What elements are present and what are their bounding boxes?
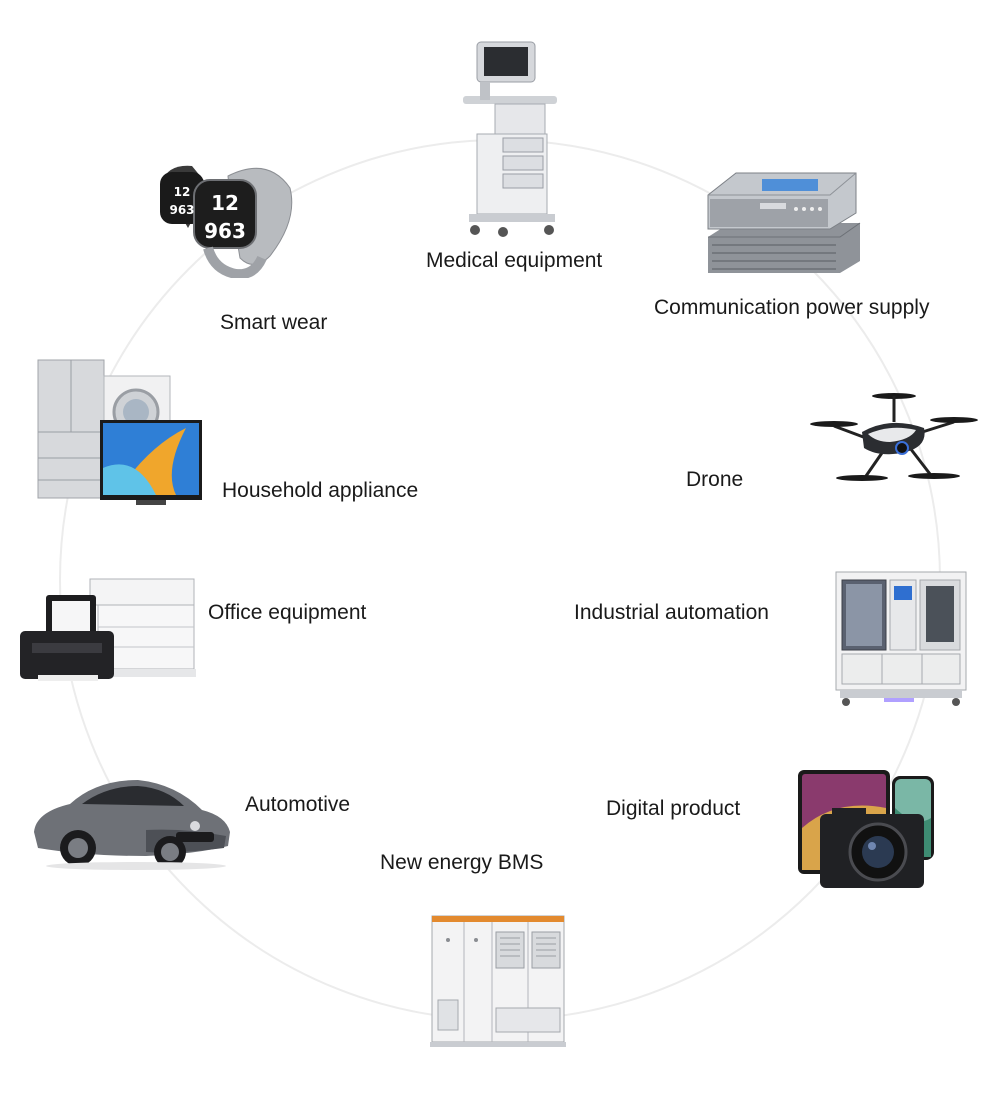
smart-watch-image: 12 963 12 963 — [160, 165, 293, 278]
office-equipment-label: Office equipment — [208, 601, 367, 624]
svg-text:963: 963 — [204, 219, 246, 243]
communication-power-supply-image — [707, 172, 861, 273]
svg-text:963: 963 — [169, 203, 194, 217]
svg-text:12: 12 — [174, 185, 191, 199]
household-appliance-image — [37, 359, 202, 505]
drone-label: Drone — [686, 468, 744, 491]
medical-equipment-image — [463, 41, 557, 237]
new-energy-bms-image — [430, 915, 566, 1047]
digital-product-image — [798, 770, 934, 888]
digital-product-label: Digital product — [606, 797, 741, 820]
communication-power-supply-label: Communication power supply — [654, 296, 930, 319]
drone-image — [810, 393, 978, 481]
smart-wear-label: Smart wear — [220, 311, 328, 334]
automotive-image — [34, 780, 230, 870]
medical-equipment-label: Medical equipment — [426, 249, 603, 272]
office-equipment-image — [20, 578, 196, 681]
industrial-automation-image — [835, 571, 967, 706]
automotive-label: Automotive — [245, 793, 351, 816]
household-appliance-label: Household appliance — [222, 479, 419, 502]
svg-text:12: 12 — [211, 191, 239, 215]
new-energy-bms-label: New energy BMS — [380, 851, 544, 874]
industrial-automation-label: Industrial automation — [574, 601, 769, 624]
